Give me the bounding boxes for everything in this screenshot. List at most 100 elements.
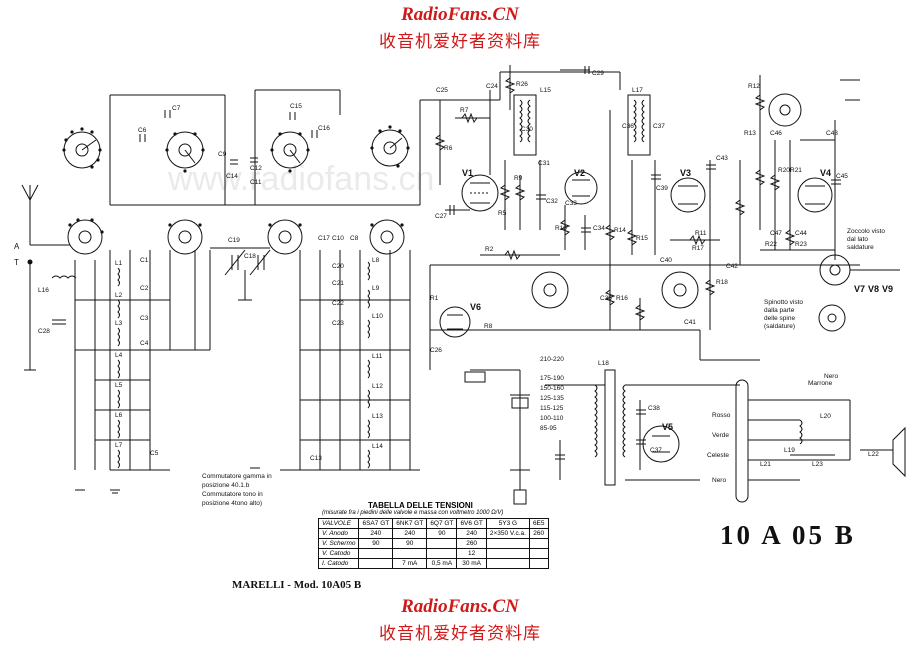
power-section bbox=[464, 369, 906, 505]
antenna-t-label: T bbox=[14, 258, 19, 267]
label-l5: L5 bbox=[115, 382, 123, 389]
label-l20: L20 bbox=[820, 413, 831, 420]
tap-1: 175-190 bbox=[540, 375, 564, 382]
label-c1: C1 bbox=[140, 257, 149, 264]
table-cell bbox=[485, 548, 530, 559]
coil-ladder-left bbox=[74, 250, 211, 471]
label-c7: C7 bbox=[172, 105, 181, 112]
trimmer-caps-top bbox=[139, 110, 318, 165]
label-l22: L22 bbox=[868, 451, 879, 458]
label-c27: C27 bbox=[435, 213, 447, 220]
tube-v1-label: V1 bbox=[462, 168, 473, 178]
site-brand: RadioFans.CN bbox=[401, 4, 519, 25]
label-l3: L3 bbox=[115, 320, 123, 327]
socket-note-line1: Zoccolo visto bbox=[847, 228, 885, 235]
label-c48: C48 bbox=[826, 130, 838, 137]
table-cell: 240 bbox=[358, 528, 394, 539]
label-l10: L10 bbox=[372, 313, 383, 320]
label-r23: R23 bbox=[795, 241, 807, 248]
label-r18: R18 bbox=[716, 279, 728, 286]
tube-v4 bbox=[797, 177, 833, 213]
voltage-table: VALVOLE 6SA7 GT 6NK7 GT 6Q7 GT 6V6 GT 5Y… bbox=[317, 518, 549, 569]
label-r20: R20 bbox=[778, 167, 790, 174]
label-l12: L12 bbox=[372, 383, 383, 390]
label-c17: C17 bbox=[318, 235, 330, 242]
label-c8: C8 bbox=[350, 235, 359, 242]
label-c30: C30 bbox=[521, 126, 533, 133]
table-cell bbox=[392, 548, 428, 559]
speaker-plug bbox=[818, 304, 846, 332]
socket-note-line3: saldature bbox=[847, 244, 874, 251]
label-l9: L9 bbox=[372, 285, 380, 292]
label-r17: R17 bbox=[692, 245, 704, 252]
label-r15: R15 bbox=[636, 235, 648, 242]
table-cell: 90 bbox=[426, 528, 458, 539]
tube-socket bbox=[819, 254, 900, 286]
label-c47: C47 bbox=[770, 230, 782, 237]
label-c37: C37 bbox=[653, 123, 665, 130]
tap-3: 125-135 bbox=[540, 395, 564, 402]
tap-4: 115-125 bbox=[540, 405, 564, 412]
label-l14: L14 bbox=[372, 443, 383, 450]
label-r14: R14 bbox=[614, 227, 626, 234]
table-cell: V. Catodo bbox=[317, 548, 360, 559]
coil-l16 bbox=[51, 275, 77, 279]
label-c36: C36 bbox=[622, 123, 634, 130]
label-c16: C16 bbox=[318, 125, 330, 132]
label-r2: R2 bbox=[485, 246, 494, 253]
label-c43: C43 bbox=[716, 155, 728, 162]
switch-note-line1: Commutatore gamma in bbox=[202, 473, 272, 480]
table-cell: 6Q7 GT bbox=[426, 518, 458, 529]
table-cell: 0,5 mA bbox=[426, 558, 458, 569]
table-cell: 240 bbox=[456, 528, 487, 539]
label-c20: C20 bbox=[332, 263, 344, 270]
coil-ladder-right bbox=[280, 250, 411, 471]
label-c22: C22 bbox=[332, 300, 344, 307]
table-cell: 12 bbox=[456, 548, 487, 559]
maker-caption: MARELLI - Mod. 10A05 B bbox=[232, 579, 362, 591]
voltage-table-title: TABELLA DELLE TENSIONI bbox=[368, 501, 473, 510]
wire-marrone: Marrone bbox=[808, 380, 833, 387]
rf-if-components bbox=[434, 65, 746, 330]
label-c39: C39 bbox=[656, 185, 668, 192]
table-cell: 5Y3 G bbox=[485, 518, 530, 529]
model-title: 10 A 05 B bbox=[720, 520, 856, 550]
label-c23: C23 bbox=[332, 320, 344, 327]
table-cell: V. Anodo bbox=[317, 528, 360, 539]
table-cell: 2×350 V.c.a. bbox=[485, 528, 530, 539]
table-cell: 30 mA bbox=[456, 558, 487, 569]
ground-symbols bbox=[75, 467, 420, 494]
label-c41: C41 bbox=[684, 319, 696, 326]
table-row: I. Catodo 7 mA 0,5 mA 30 mA bbox=[317, 558, 549, 569]
label-c26: C26 bbox=[430, 347, 442, 354]
site-brand-chinese: 收音机爱好者资料库 bbox=[379, 32, 541, 52]
label-c12: C12 bbox=[250, 165, 262, 172]
band-switch-wafer-4 bbox=[371, 129, 409, 167]
switch-note-line3: Commutatore tono in bbox=[202, 491, 263, 498]
coils-right bbox=[367, 261, 370, 469]
band-switch-wafer-2 bbox=[166, 131, 204, 169]
label-r7: R7 bbox=[460, 107, 469, 114]
label-c45: C45 bbox=[836, 173, 848, 180]
table-row: V. Catodo 12 bbox=[317, 548, 549, 559]
label-c37-bot: C37 bbox=[650, 447, 662, 454]
label-c28: C28 bbox=[38, 328, 50, 335]
table-cell: VALVOLE bbox=[317, 518, 360, 529]
top-wiring bbox=[109, 71, 621, 206]
label-c25: C25 bbox=[436, 87, 448, 94]
if-transformer-1 bbox=[513, 94, 537, 156]
tap-2: 150-160 bbox=[540, 385, 564, 392]
label-c21: C21 bbox=[332, 280, 344, 287]
label-c5: C5 bbox=[150, 450, 159, 457]
band-switch-wafer-3 bbox=[271, 131, 309, 169]
label-l13: L13 bbox=[372, 413, 383, 420]
label-l21: L21 bbox=[760, 461, 771, 468]
tube-v3 bbox=[670, 177, 706, 213]
label-c2: C2 bbox=[140, 285, 149, 292]
table-cell bbox=[528, 548, 549, 559]
table-cell: 7 mA bbox=[392, 558, 428, 569]
table-cell: 6V6 GT bbox=[456, 518, 487, 529]
switch-note-line2: posizione 40.1.b bbox=[202, 482, 250, 489]
label-c33: C33 bbox=[565, 200, 577, 207]
label-r5: R5 bbox=[498, 210, 507, 217]
